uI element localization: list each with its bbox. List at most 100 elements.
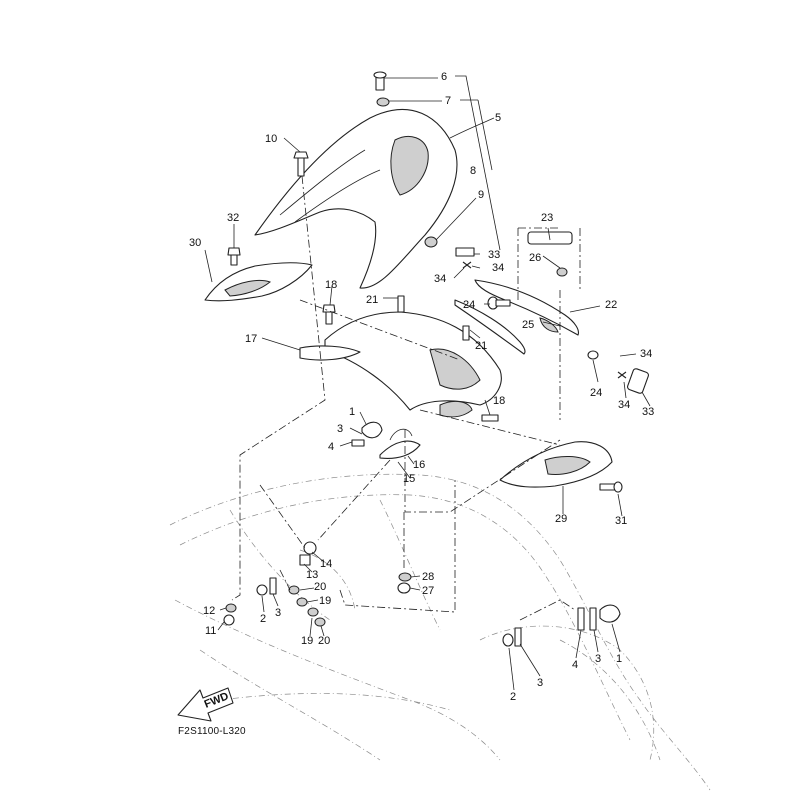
callout-label: 21 — [475, 340, 487, 352]
bolt-21-lower — [462, 325, 470, 341]
callout-label: 29 — [555, 513, 567, 525]
callout-label: 21 — [366, 294, 378, 306]
clip-34-b — [617, 371, 627, 379]
rear-bumper-strip — [474, 279, 579, 336]
callout-label: 19 — [301, 635, 313, 647]
washer-20-a — [288, 585, 300, 595]
nut-19-b — [307, 607, 319, 617]
figure-code: F2S1100-L320 — [178, 726, 246, 737]
callout-label: 22 — [605, 299, 617, 311]
callout-label: 33 — [642, 406, 654, 418]
callout-label: 5 — [495, 112, 501, 124]
screw-31 — [599, 481, 623, 493]
nut-14 — [303, 541, 317, 555]
left-side-panel — [204, 262, 313, 302]
callout-label: 18 — [325, 279, 337, 291]
nut-2-left — [256, 584, 268, 596]
leader-lines — [204, 75, 651, 691]
screw-32 — [227, 247, 241, 266]
callout-label: 1 — [349, 406, 355, 418]
plate-4-right — [577, 607, 585, 631]
bracket-center — [439, 400, 473, 418]
callout-label: 34 — [640, 348, 652, 360]
callout-label: 14 — [320, 558, 332, 570]
plate-4-top — [351, 439, 365, 447]
callout-label: 15 — [403, 473, 415, 485]
washer-28 — [398, 572, 412, 582]
right-side-panel — [499, 441, 613, 488]
callout-label: 2 — [510, 691, 516, 703]
hull-outline — [169, 473, 711, 791]
plate-3-far-right — [589, 607, 597, 631]
clip-34-a — [462, 261, 472, 269]
clip-33-top — [455, 247, 475, 257]
callout-label: 16 — [413, 459, 425, 471]
callout-label: 30 — [189, 237, 201, 249]
callout-label: 4 — [328, 441, 334, 453]
assembly-lines — [231, 175, 581, 621]
callout-label: 11 — [205, 625, 216, 637]
nut-27 — [397, 582, 411, 594]
nut-11 — [223, 614, 235, 626]
callout-label: 7 — [445, 95, 451, 107]
bolt-21-upper — [397, 295, 405, 313]
callout-label: 13 — [306, 569, 318, 581]
bow-eye-15-16 — [379, 428, 421, 459]
bolt-6 — [373, 71, 387, 91]
bolt-10 — [293, 151, 309, 177]
callout-label: 8 — [470, 165, 476, 177]
bolt-24-upper — [487, 296, 511, 310]
bolt-18-upper — [322, 304, 336, 325]
callout-label: 17 — [245, 333, 257, 345]
clip-1-right — [599, 604, 621, 623]
callout-label: 20 — [314, 581, 326, 593]
callout-label: 6 — [441, 71, 447, 83]
center-deck-piece — [299, 311, 502, 411]
callout-label: 34 — [618, 399, 630, 411]
washer-12 — [225, 603, 237, 613]
callout-label: 34 — [492, 262, 504, 274]
callout-label: 4 — [572, 659, 578, 671]
callout-label: 12 — [203, 605, 215, 617]
forward-arrow-icon: FWD — [177, 687, 234, 722]
callout-label: 24 — [463, 299, 475, 311]
callout-label: 9 — [478, 189, 484, 201]
callout-label: 3 — [275, 607, 281, 619]
nut-9 — [424, 236, 438, 248]
bolt-24-lower — [587, 350, 599, 360]
callout-label: 32 — [227, 212, 239, 224]
washer-7 — [376, 97, 390, 107]
callout-label: 23 — [541, 212, 553, 224]
callout-label: 3 — [537, 677, 543, 689]
callout-label: 34 — [434, 273, 446, 285]
callout-label: 3 — [595, 653, 601, 665]
callout-label: 24 — [590, 387, 602, 399]
callout-labels: 1 1 2 2 3 3 3 3 4 4 5 6 7 8 9 10 11 12 1… — [189, 71, 654, 703]
callout-label: 26 — [529, 252, 541, 264]
plate-3-left — [269, 577, 277, 595]
trim-strip — [454, 299, 526, 355]
washer-26 — [556, 267, 568, 277]
callout-label: 33 — [488, 249, 500, 261]
callout-label: 27 — [422, 585, 434, 597]
plate-3-right — [514, 627, 522, 647]
washer-20-b — [314, 617, 326, 627]
callout-label: 28 — [422, 571, 434, 583]
callout-label: 20 — [318, 635, 330, 647]
rear-deck-cover — [254, 108, 458, 289]
callout-label: 1 — [616, 653, 622, 665]
callout-label: 10 — [265, 133, 277, 145]
callout-label: 19 — [319, 595, 331, 607]
bracket-13 — [299, 554, 311, 566]
callout-label: 31 — [615, 515, 627, 527]
clip-1-top — [361, 421, 383, 439]
bolt-18-lower — [481, 414, 499, 422]
nut-19-a — [296, 597, 308, 607]
nut-2-right — [502, 633, 514, 647]
callout-label: 25 — [522, 319, 534, 331]
callout-label: 3 — [337, 423, 343, 435]
clip-33-right — [627, 368, 649, 394]
callout-label: 18 — [493, 395, 505, 407]
callout-label: 2 — [260, 613, 266, 625]
